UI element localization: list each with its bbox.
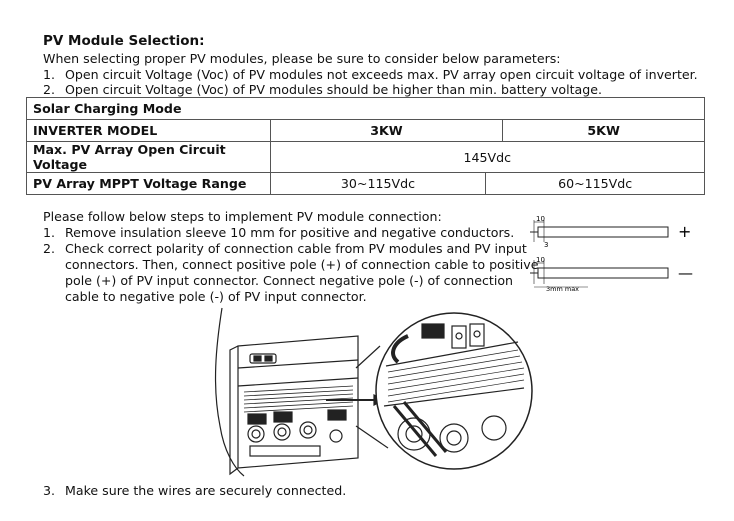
table-row: PV Array MPPT Voltage Range 30~115Vdc 60… (26, 172, 705, 195)
inverter-svg (214, 307, 533, 477)
row-label: Max. PV Array Open Circuit Voltage (26, 141, 271, 173)
step-text-cont: connectors. Then, connect positive pole … (65, 257, 539, 272)
table-heading: Solar Charging Mode (26, 97, 705, 120)
inverter-connection-illustration (208, 306, 538, 478)
table-heading-row: Solar Charging Mode (26, 97, 705, 120)
step-num: 3. (43, 483, 56, 498)
model-5kw: 5KW (502, 119, 705, 142)
dim-label: 10 (536, 215, 545, 223)
step-text: Make sure the wires are securely connect… (65, 483, 347, 498)
step-item-3: 3. Make sure the wires are securely conne… (43, 483, 346, 498)
model-3kw: 3KW (269, 119, 504, 142)
vent-grille (243, 385, 354, 413)
intro-text: When selecting proper PV modules, please… (43, 51, 561, 66)
step-num: 1. (43, 225, 56, 240)
param-num: 1. (43, 67, 56, 82)
steps-intro: Please follow below steps to implement P… (43, 209, 442, 224)
dim-label: 3mm max (546, 285, 579, 293)
param-num: 2. (43, 82, 56, 97)
cable-strip-diagram: 10 3 + 10 3mm max — (528, 212, 708, 294)
step-text: Check correct polarity of connection cab… (65, 241, 527, 256)
step-num: 2. (43, 241, 56, 256)
section-title: PV Module Selection: (43, 33, 205, 49)
step-item-2: 2. Check correct polarity of connection c… (43, 241, 527, 256)
step-text: Remove insulation sleeve 10 mm for posit… (65, 225, 515, 240)
step-text-cont: cable to negative pole (-) of PV input c… (65, 289, 367, 304)
table-row: Max. PV Array Open Circuit Voltage 145Vd… (26, 141, 706, 173)
row-value-3kw: 30~115Vdc (269, 172, 487, 195)
inverter-unit (229, 335, 359, 476)
step-text-cont: pole (+) of PV input connector. Connect … (65, 273, 514, 288)
model-label: INVERTER MODEL (26, 119, 271, 142)
step-item-1: 1. Remove insulation sleeve 10 mm for pos… (43, 225, 514, 240)
param-item-2: 2. Open circuit Voltage (Voc) of PV modul… (43, 82, 603, 98)
row-label: PV Array MPPT Voltage Range (26, 172, 271, 195)
param-item-1: 1. Open circuit Voltage (Voc) of PV modul… (43, 67, 698, 82)
cable-diagram-svg: 10 3 + 10 3mm max — (530, 215, 693, 293)
row-value-5kw: 60~115Vdc (485, 172, 705, 195)
minus-sign: — (678, 264, 693, 282)
negative-cable: 10 3mm max — (530, 256, 693, 293)
param-text: Open circuit Voltage (Voc) of PV modules… (65, 82, 603, 98)
spec-table: Solar Charging Mode INVERTER MODEL 3KW 5… (26, 97, 706, 195)
row-value: 145Vdc (269, 141, 706, 173)
dim-label: 10 (536, 256, 545, 264)
table-row: INVERTER MODEL 3KW 5KW (26, 119, 705, 142)
plus-sign: + (678, 222, 691, 241)
param-text: Open circuit Voltage (Voc) of PV modules… (65, 67, 698, 82)
zoom-detail (375, 312, 533, 470)
dim-label: 3 (544, 241, 548, 249)
pv-cable (214, 307, 245, 477)
positive-cable: 10 3 + (530, 215, 691, 249)
